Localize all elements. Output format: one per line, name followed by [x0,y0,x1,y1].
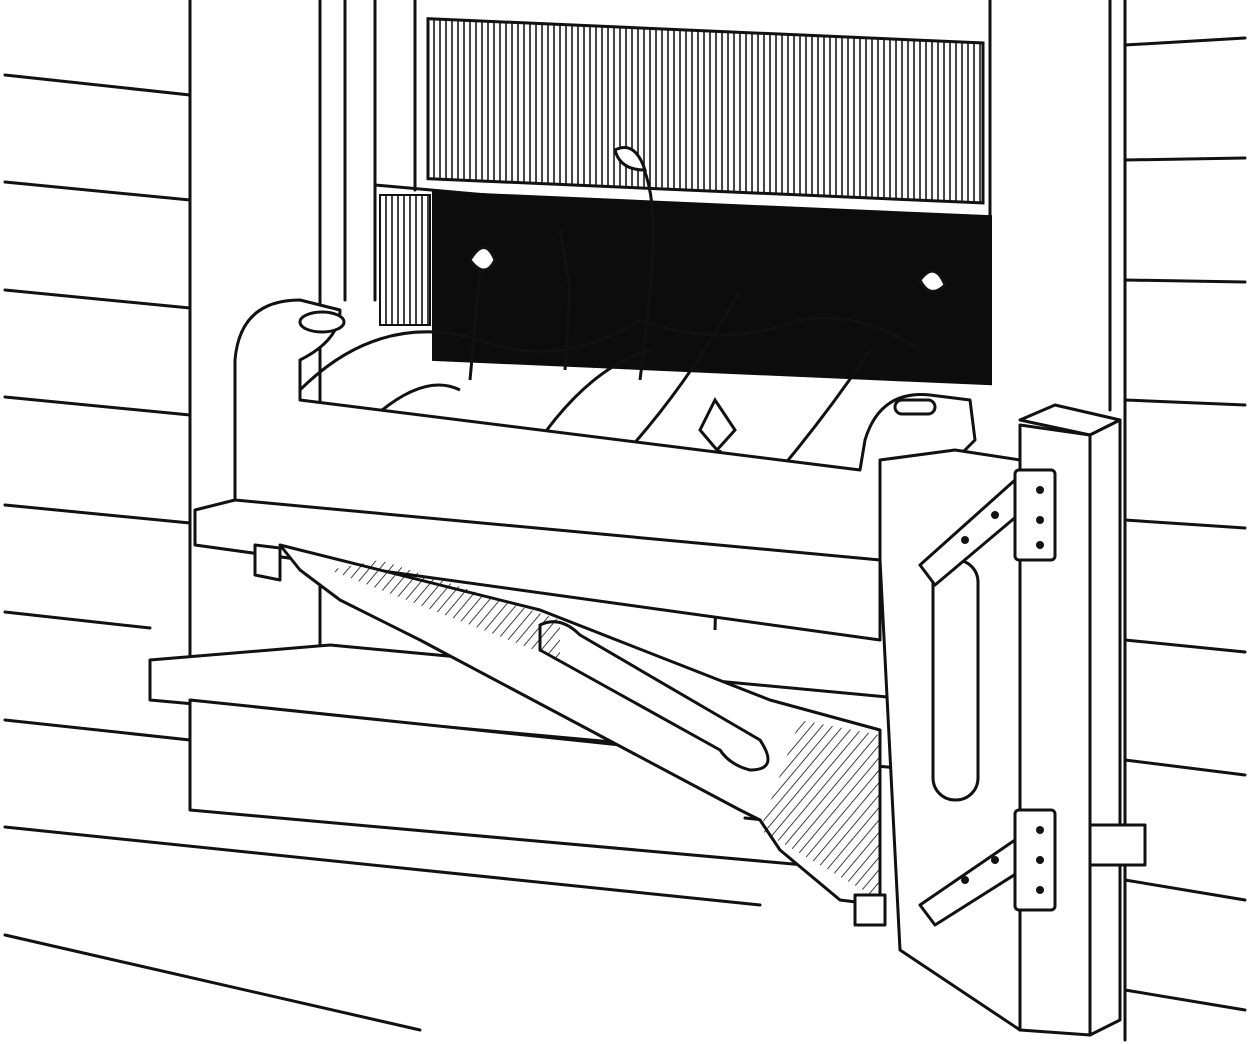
bracket [278,543,887,927]
plants [298,146,947,631]
siding-right [1123,0,1247,1042]
window-frame [318,0,1112,662]
siding-left [3,0,762,1032]
hinge-top [918,468,1057,587]
hinge-bottom [918,808,1057,927]
window-box [193,298,977,642]
